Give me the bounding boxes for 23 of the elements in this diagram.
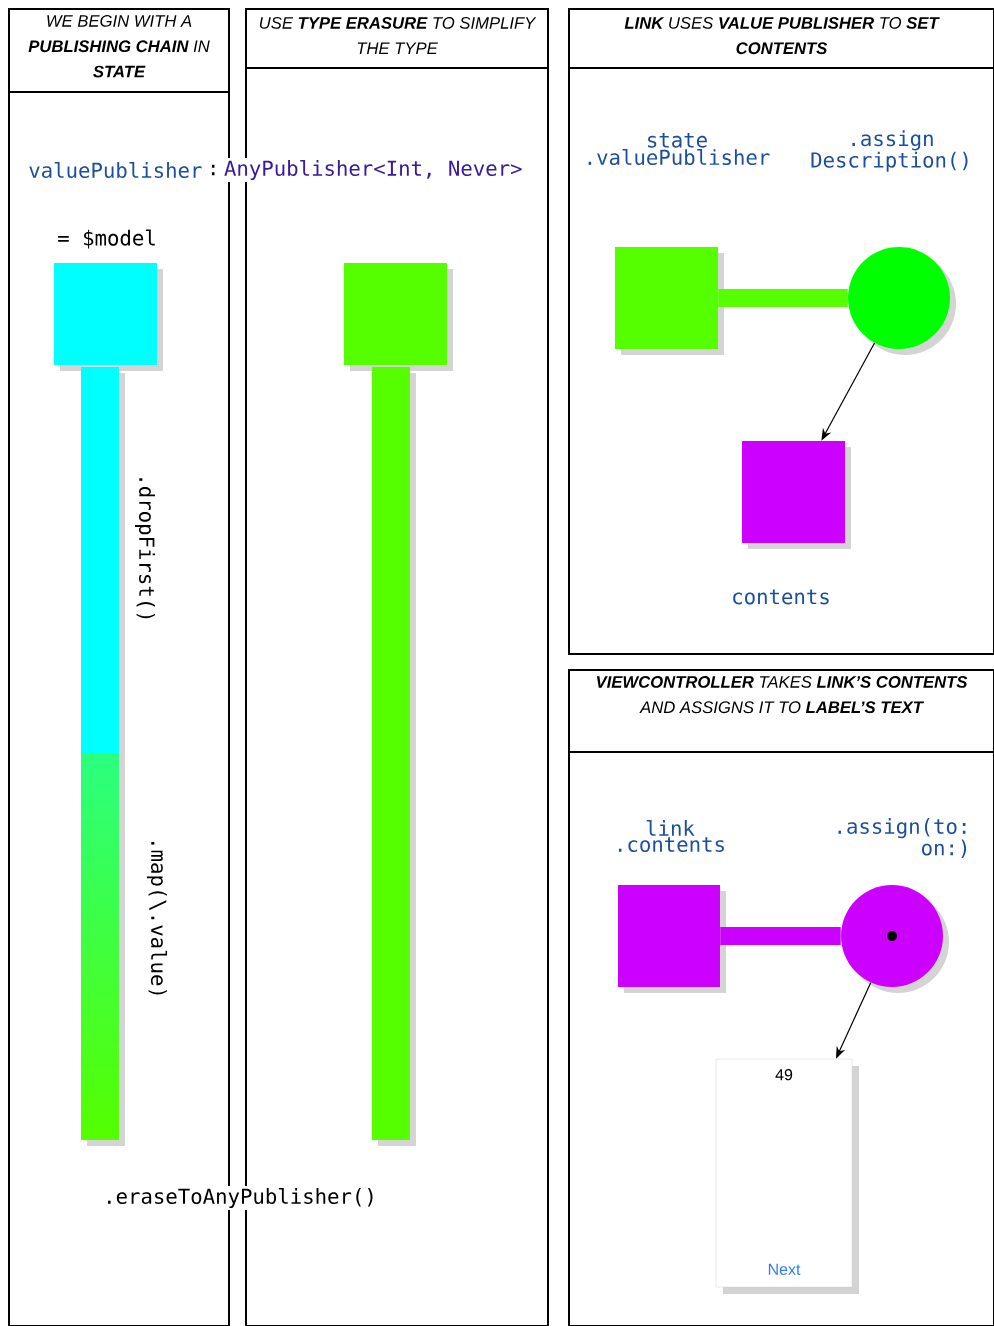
bar [372,367,416,1146]
code-label: .eraseToAnyPublisher() [101,1185,379,1211]
code-label: link .contents [618,819,724,853]
code-label: valuePublisher [26,159,205,181]
code-label: .assign Description() [811,130,968,172]
circle [841,885,949,993]
square [742,441,851,549]
code-label: .map(\.value) [146,842,168,995]
square [344,263,453,371]
code-label: .dropFirst() [135,478,155,619]
code-label: .assign(to: on:) [838,818,967,858]
square [618,885,726,993]
connector-bar [718,289,848,307]
code-label: AnyPublisher<Int, Never> [221,157,525,183]
circle [848,247,956,355]
square [54,263,163,371]
code-label: contents [733,589,829,605]
code-label: state .valuePublisher [575,130,779,168]
code-label: = $model [58,229,155,249]
code-label: : [205,162,222,178]
phone-screen: 49 Next [715,1058,859,1294]
connector-bar [720,927,841,945]
square [615,247,724,355]
